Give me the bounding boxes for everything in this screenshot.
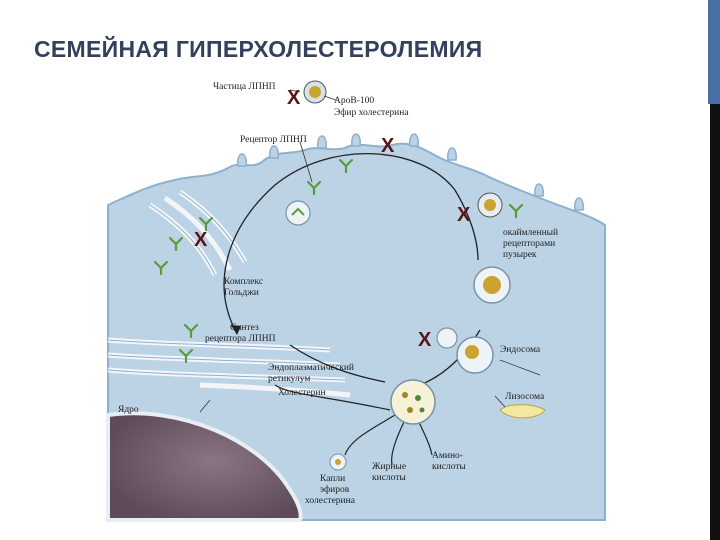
label-receptor-synth-1: Синтез <box>230 323 259 333</box>
label-coated-pit-1: окаймленный <box>503 227 558 238</box>
receptor-cycle-arrow <box>223 153 456 331</box>
endosome <box>436 327 494 374</box>
label-fatty-2: кислоты <box>372 473 406 483</box>
label-apob100: АроВ-100 <box>334 96 374 106</box>
cholesterol-droplets <box>329 453 347 471</box>
defect-mark-golgi: X <box>194 229 208 251</box>
defect-mark-coated-pit: X <box>457 204 471 226</box>
label-drops-2: эфиров <box>320 484 350 495</box>
lysosome <box>390 379 436 425</box>
label-coated-pit-2: рецепторами <box>503 239 555 249</box>
label-nucleus: Ядро <box>118 405 139 415</box>
ldl-receptors <box>153 158 524 364</box>
label-golgi-2: Гольджи <box>224 288 259 298</box>
accent-bar <box>708 0 720 104</box>
label-amino-2: кислоты <box>432 462 466 472</box>
defect-mark-endosome: X <box>418 329 432 351</box>
nucleus <box>106 411 303 522</box>
label-lysosome: Лизосома <box>505 392 545 402</box>
slide-title: СЕМЕЙНАЯ ГИПЕРХОЛЕСТЕРОЛЕМИЯ <box>34 36 483 62</box>
microvilli <box>237 133 584 211</box>
label-fatty-1: Жирные <box>372 462 406 472</box>
label-cholesterol: Холестерин <box>278 388 326 398</box>
defect-mark-particle: X <box>287 87 301 109</box>
endocytic-vesicle <box>473 266 511 304</box>
label-golgi-1: Комплекс <box>224 277 263 287</box>
label-amino-1: Амино- <box>432 451 463 461</box>
defect-mark-receptor: X <box>381 135 395 157</box>
label-endosome: Эндосома <box>500 345 541 355</box>
leader-lines <box>199 89 541 413</box>
label-drops-3: холестерина <box>305 496 356 506</box>
label-coated-pit-3: пузырек <box>503 250 537 260</box>
label-drops-1: Капли <box>320 474 345 484</box>
right-edge-rule <box>710 104 720 540</box>
label-ldl-particle: Частица ЛПНП <box>213 82 276 92</box>
label-cholesterol-ester: Эфир холестерина <box>334 107 409 118</box>
label-receptor-synth-2: рецептора ЛПНП <box>205 334 276 344</box>
label-er-1: Эндоплазматический <box>268 362 354 373</box>
digestion-arrows <box>274 384 433 466</box>
ldl-particle-coated-pit <box>477 192 503 218</box>
lysosome-free <box>499 404 546 419</box>
ldl-particle <box>303 80 327 104</box>
label-er-2: ретикулум <box>268 374 310 384</box>
recycling-vesicle <box>285 200 311 226</box>
label-ldl-receptor: Рецептор ЛПНП <box>240 135 307 145</box>
